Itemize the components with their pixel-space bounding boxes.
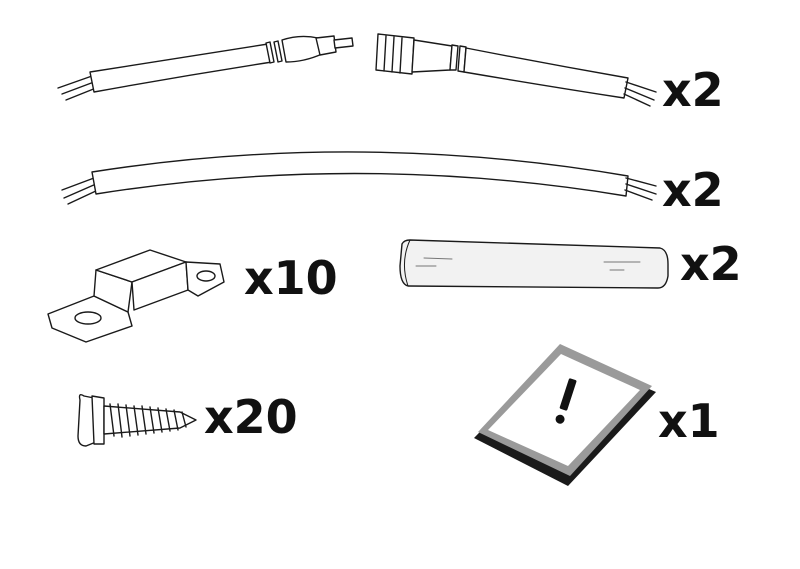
mounting-clip-icon xyxy=(47,249,225,343)
quantity-label-mounting-clip: x10 xyxy=(244,251,338,305)
female-connector-cable xyxy=(375,33,657,107)
quantity-label-instruction-sheet: x1 xyxy=(658,394,720,448)
quantity-label-extension-cable: x2 xyxy=(662,163,724,217)
extension-cable-icon xyxy=(61,151,657,205)
quantity-label-screw: x20 xyxy=(204,390,298,444)
male-connector-cable xyxy=(57,35,354,101)
connector-cable-pair-icon xyxy=(57,33,657,107)
instruction-sheet-icon xyxy=(474,344,656,486)
heat-shrink-tube-icon xyxy=(399,239,669,289)
quantity-label-heat-shrink-tube: x2 xyxy=(680,237,742,291)
screw-icon xyxy=(77,393,197,447)
quantity-label-connector-cables: x2 xyxy=(662,63,724,117)
